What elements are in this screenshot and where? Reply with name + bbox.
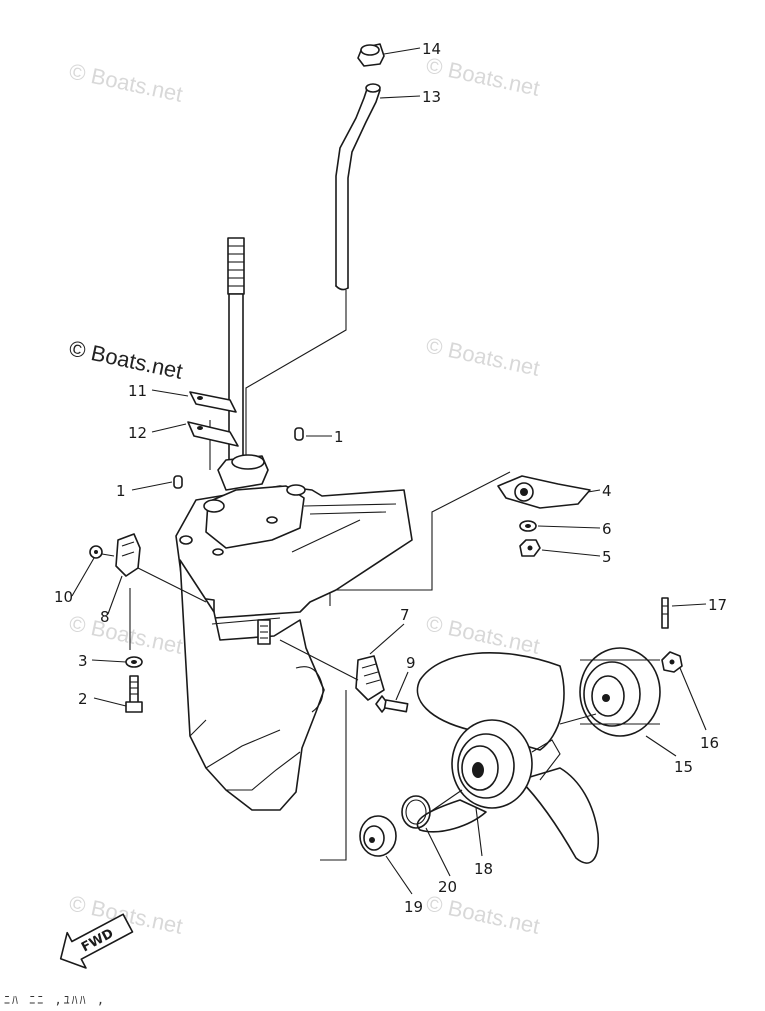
watermark: © Boats.net (424, 52, 542, 100)
leader-line (279, 639, 359, 681)
part-7-clip (355, 655, 385, 701)
callout-leaders (71, 47, 707, 895)
part-1-dowel-pin (294, 427, 304, 441)
callout-16: 16 (700, 734, 719, 752)
part-10-nut (89, 545, 103, 559)
part-16-nut (661, 651, 683, 673)
part-9-screw (375, 695, 409, 713)
part-19-spacer (359, 815, 397, 857)
leader-line (137, 567, 207, 603)
callout-17: 17 (708, 596, 727, 614)
part-4-anode (497, 475, 591, 509)
watermark: © Boats.net (424, 890, 542, 938)
callout-2: 2 (78, 690, 88, 708)
callout-8: 8 (100, 608, 110, 626)
leader-line (429, 789, 463, 813)
part-3-washer (125, 656, 143, 668)
watermark: © Boats.net (424, 332, 542, 380)
assembly-guide-lines (129, 290, 511, 861)
lower-unit-housing (175, 454, 413, 811)
part-8-bracket (115, 533, 141, 577)
watermark: © Boats.net (424, 610, 542, 658)
part-11-plate (189, 391, 237, 413)
part-20-ring (401, 795, 431, 829)
part-2-bolt (125, 675, 143, 713)
part-15-thrust-hub (579, 647, 661, 737)
callout-18: 18 (474, 860, 493, 878)
callout-4: 4 (602, 482, 612, 500)
callout-7: 7 (400, 606, 410, 624)
callout-3: 3 (78, 652, 88, 670)
part-13-shift-rod (335, 83, 381, 291)
leader-line (559, 713, 597, 725)
part-6-washer (519, 520, 537, 532)
part-14-cap (357, 43, 385, 67)
callout-10: 10 (54, 588, 73, 606)
leader-line (101, 553, 115, 557)
callout-15: 15 (674, 758, 693, 776)
callout-19: 19 (404, 898, 423, 916)
part-5-nut (519, 539, 541, 557)
callout-12: 12 (128, 424, 147, 442)
callout-5: 5 (602, 548, 612, 566)
bottom-artifact-text: ﾆﾊ ﾆﾆ ,ﾕﾊﾊ , (4, 993, 106, 1007)
drive-shaft (227, 237, 245, 465)
fwd-arrow: FWD (59, 913, 134, 969)
callout-11: 11 (128, 382, 147, 400)
callout-1: 1 (116, 482, 126, 500)
part-17-cotter-pin (661, 597, 669, 629)
watermark: © Boats.net (67, 335, 185, 383)
part-1-dowel-pin (173, 475, 183, 489)
part-18-propeller (416, 652, 600, 864)
callout-labels: 14 13 11 12 1 1 4 6 5 10 8 3 2 7 9 17 16… (54, 40, 727, 916)
callout-20: 20 (438, 878, 457, 896)
callout-1: 1 (334, 428, 344, 446)
callout-6: 6 (602, 520, 612, 538)
callout-14: 14 (422, 40, 441, 58)
part-12-plate (187, 421, 239, 447)
watermark: © Boats.net (67, 58, 185, 106)
callout-13: 13 (422, 88, 441, 106)
callout-9: 9 (406, 654, 416, 672)
